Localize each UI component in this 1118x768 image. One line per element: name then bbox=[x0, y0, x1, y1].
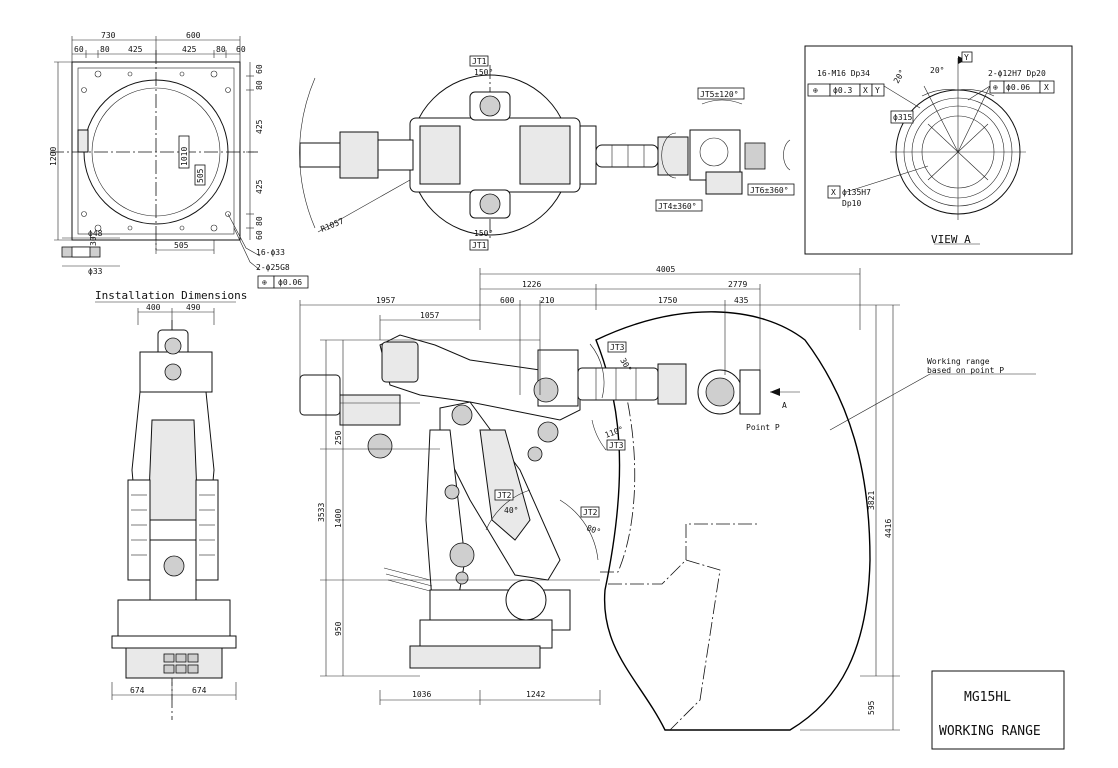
dim-595: 595 bbox=[867, 700, 876, 715]
dim-r425-a: 425 bbox=[255, 119, 264, 134]
jt3-top-label: JT3 bbox=[610, 343, 625, 352]
working-range-line1: Working range bbox=[927, 357, 990, 366]
view-a-bore-depth: Dp10 bbox=[842, 199, 861, 208]
dim-3821: 3821 bbox=[867, 491, 876, 510]
dim-r60-a: 60 bbox=[255, 64, 264, 74]
dim-505-v: 505 bbox=[196, 168, 205, 183]
dim-r425-b: 425 bbox=[255, 179, 264, 194]
pin-holes-label: 2-ϕ25G8 bbox=[256, 263, 290, 272]
jt3-bottom-angle: 110° bbox=[604, 425, 625, 440]
dim-4416: 4416 bbox=[884, 519, 893, 538]
dim-950: 950 bbox=[334, 621, 343, 636]
view-a-pcd: ϕ315 bbox=[893, 113, 912, 122]
jt2-left-angle: 40° bbox=[504, 506, 518, 515]
front-dim-674-right: 674 bbox=[192, 686, 207, 695]
view-a-datum-y: Y bbox=[964, 53, 969, 62]
dim-730: 730 bbox=[101, 31, 116, 40]
dim-1750: 1750 bbox=[658, 296, 677, 305]
dim-1242: 1242 bbox=[526, 690, 545, 699]
radius-r1057: R1057 bbox=[319, 216, 345, 233]
dim-r60-b: 60 bbox=[255, 230, 264, 240]
dim-1036: 1036 bbox=[412, 690, 431, 699]
jt1-bottom-label: JT1 bbox=[472, 241, 487, 250]
dim-435: 435 bbox=[734, 296, 749, 305]
dim-210: 210 bbox=[540, 296, 555, 305]
dim-60-left: 60 bbox=[74, 45, 84, 54]
dim-1200: 1200 bbox=[49, 147, 58, 166]
view-a-angle2: 20° bbox=[930, 66, 944, 75]
dim-r80-b: 80 bbox=[255, 216, 264, 226]
view-a-tol-y: Y bbox=[875, 86, 880, 95]
dim-1226: 1226 bbox=[522, 280, 541, 289]
jt2-right-label: JT2 bbox=[583, 508, 598, 517]
dim-30: 30 bbox=[89, 236, 98, 246]
front-dim-674-left: 674 bbox=[130, 686, 145, 695]
view-a-bore-datum: X bbox=[831, 188, 836, 197]
dim-425-right: 425 bbox=[182, 45, 197, 54]
view-a-tol-symbol: ⊕ bbox=[813, 86, 818, 95]
jt2-left-label: JT2 bbox=[497, 491, 512, 500]
jt1-top-label: JT1 bbox=[472, 57, 487, 66]
view-a-tol2-symbol: ⊕ bbox=[993, 83, 998, 92]
working-range-line2: based on point P bbox=[927, 366, 1004, 375]
view-a-tol2-value: ϕ0.06 bbox=[1006, 83, 1030, 92]
title-block bbox=[931, 670, 1065, 750]
working-range-envelope bbox=[595, 311, 871, 731]
dim-250: 250 bbox=[334, 430, 343, 445]
model-name: MG15HL bbox=[964, 690, 1011, 705]
drawing-subtitle: WORKING RANGE bbox=[939, 724, 1041, 739]
position-tolerance-icon: ⊕ bbox=[262, 278, 267, 287]
front-dim-400: 400 bbox=[146, 303, 161, 312]
jt2-right-angle: 80° bbox=[585, 523, 602, 536]
view-a-title: VIEW A bbox=[931, 233, 971, 246]
top-view bbox=[299, 65, 791, 238]
dim-1957: 1957 bbox=[376, 296, 395, 305]
dim-505-h: 505 bbox=[174, 241, 189, 250]
view-a-angle1: 20° bbox=[892, 68, 907, 85]
side-view bbox=[299, 268, 1036, 731]
jt3-bottom-label: JT3 bbox=[609, 441, 624, 450]
jt1-bottom-angle: 150° bbox=[474, 229, 493, 238]
view-a-tapped: 16-M16 Dp34 bbox=[817, 69, 870, 78]
view-a-marker: A bbox=[782, 401, 787, 410]
dim-1057: 1057 bbox=[420, 311, 439, 320]
jt4-range: JT4±360° bbox=[658, 202, 697, 211]
dim-1400: 1400 bbox=[334, 509, 343, 528]
installation-title: Installation Dimensions bbox=[95, 289, 247, 302]
dim-3533: 3533 bbox=[317, 503, 326, 522]
view-a-tol-x: X bbox=[863, 86, 868, 95]
view-a-tol2-x: X bbox=[1044, 83, 1049, 92]
view-a-pin-holes: 2-ϕ12H7 Dp20 bbox=[988, 69, 1046, 78]
dim-600: 600 bbox=[186, 31, 201, 40]
installation-plan bbox=[50, 36, 309, 289]
dim-2779: 2779 bbox=[728, 280, 747, 289]
point-p-label: Point P bbox=[746, 423, 780, 432]
jt5-range: JT5±120° bbox=[700, 90, 739, 99]
dim-1010: 1010 bbox=[180, 147, 189, 166]
front-dim-490: 490 bbox=[186, 303, 201, 312]
view-a-bore: ϕ135H7 bbox=[842, 188, 871, 197]
front-view bbox=[111, 308, 237, 720]
dim-60-right: 60 bbox=[236, 45, 246, 54]
hole-48: ϕ48 bbox=[88, 229, 103, 238]
dim-425-left: 425 bbox=[128, 45, 143, 54]
view-a-tol-value: ϕ0.3 bbox=[833, 86, 852, 95]
tolerance-value: ϕ0.06 bbox=[278, 278, 302, 287]
dim-r80-a: 80 bbox=[255, 80, 264, 90]
dim-80-right: 80 bbox=[216, 45, 226, 54]
dim-4005: 4005 bbox=[656, 265, 675, 274]
hole-33: ϕ33 bbox=[88, 267, 103, 276]
view-a-panel bbox=[804, 45, 1073, 255]
jt6-range: JT6±360° bbox=[750, 186, 789, 195]
dim-80-left: 80 bbox=[100, 45, 110, 54]
jt1-top-angle: 150° bbox=[474, 68, 493, 77]
bolt-holes-label: 16-ϕ33 bbox=[256, 248, 285, 257]
dim-600: 600 bbox=[500, 296, 515, 305]
